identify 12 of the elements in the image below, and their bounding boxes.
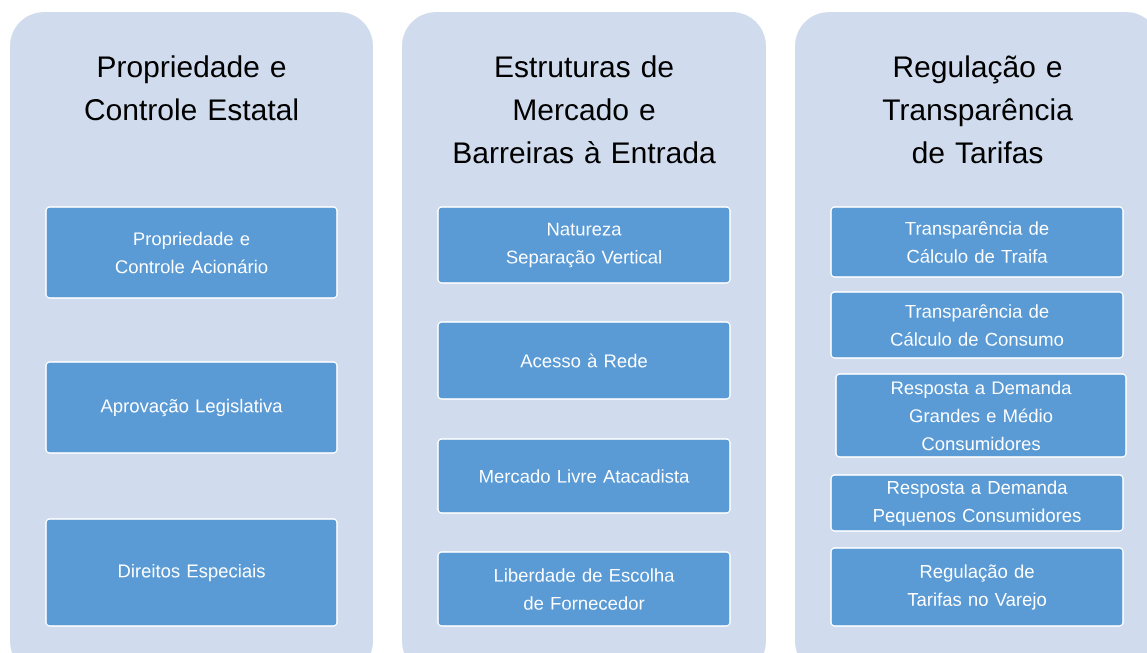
process-box: Resposta a Demanda Pequenos Consumidores	[830, 474, 1124, 532]
process-box: Acesso à Rede	[437, 321, 731, 400]
process-box: Natureza Separação Vertical	[437, 206, 731, 284]
process-box: Mercado Livre Atacadista	[437, 438, 731, 514]
process-box: Resposta a Demanda Grandes e Médio Consumidores	[835, 373, 1127, 458]
process-box: Propriedade e Controle Acionário	[45, 206, 338, 299]
process-box: Transparência de Cálculo de Consumo	[830, 291, 1124, 359]
process-box: Transparência de Cálculo de Traifa	[830, 206, 1124, 278]
process-box: Liberdade de Escolha de Fornecedor	[437, 551, 731, 627]
process-box: Direitos Especiais	[45, 518, 338, 627]
process-box: Regulação de Tarifas no Varejo	[830, 547, 1124, 627]
process-box: Aprovação Legislativa	[45, 361, 338, 454]
